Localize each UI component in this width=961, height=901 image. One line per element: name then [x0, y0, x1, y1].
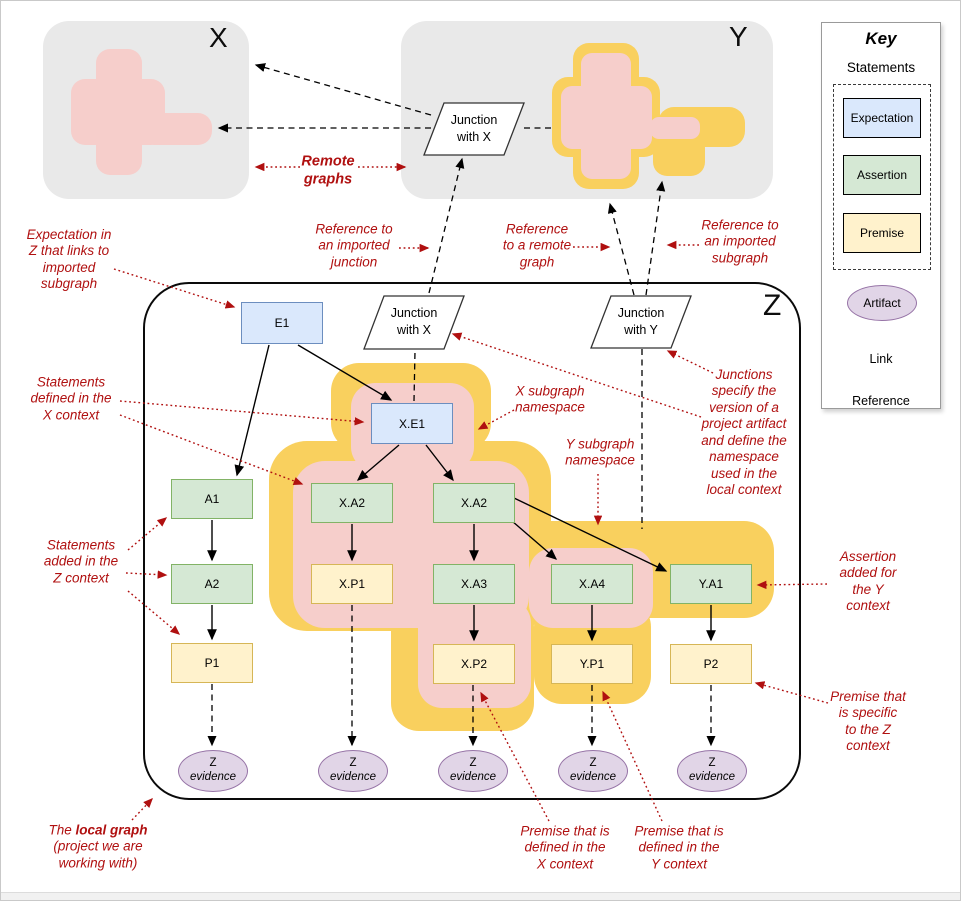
remote-y-label: Y: [729, 21, 748, 52]
junction-with-x-local-label: Junction with X: [390, 306, 438, 337]
annotation-premise-x: Premise that is defined in the X context: [520, 823, 610, 872]
node-e1: E1: [241, 302, 323, 344]
evidence-line2: evidence: [329, 771, 377, 783]
evidence-line2: evidence: [449, 771, 497, 783]
annotation-ref-imported-junction: Reference to an imported junction: [315, 221, 393, 270]
node-y-p1: Y.P1: [551, 644, 633, 684]
node-p1: P1: [171, 643, 253, 683]
key-title: Key: [865, 29, 897, 48]
annotation-remote-graphs: Remote graphs: [301, 153, 355, 187]
local-z-label: Z: [763, 289, 782, 322]
remote-y-subgraph-blob: [561, 86, 652, 149]
annotation-statements-x: Statements defined in the X context: [30, 374, 112, 423]
node-a2: A2: [171, 564, 253, 604]
key-link-label: Link: [869, 352, 893, 366]
remote-x-subgraph-blob: [140, 113, 212, 145]
annotation-expectation-note: Expectation in Z that links to imported …: [26, 227, 112, 292]
junction-with-y-local-label: Junction with Y: [617, 306, 665, 337]
evidence-line1: Z: [209, 757, 217, 770]
local-graph-suffix: (project we are working with): [53, 838, 143, 871]
node-a1: A1: [171, 479, 253, 519]
node-x-p2: X.P2: [433, 644, 515, 684]
remote-y-subgraph-blob: [650, 117, 700, 139]
evidence-line2: evidence: [189, 771, 237, 783]
annotation-ref-remote-graph: Reference to a remote graph: [502, 221, 572, 270]
node-x-e1: X.E1: [371, 403, 453, 444]
node-x-a3: X.A3: [433, 564, 515, 604]
junction-with-x-remote-label: Junction with X: [450, 113, 498, 144]
node-x-p1: X.P1: [311, 564, 393, 604]
key-statements-label: Statements: [846, 60, 916, 75]
key-artifact: Artifact: [847, 285, 917, 321]
evidence-line2: evidence: [569, 771, 617, 783]
annotation-premise-y: Premise that is defined in the Y context: [634, 823, 724, 872]
evidence-line1: Z: [708, 757, 716, 770]
key-assertion: Assertion: [843, 155, 921, 195]
node-y-a1: Y.A1: [670, 564, 752, 604]
local-graph-prefix: The: [48, 822, 76, 838]
bottom-edge: [1, 892, 960, 900]
evidence-line2: evidence: [688, 771, 736, 783]
key-statements-group: [833, 84, 931, 270]
annotation-ref-imported-subgraph: Reference to an imported subgraph: [701, 217, 779, 266]
annotation-x-namespace: X subgraph namespace: [515, 383, 585, 415]
node-x-a2-right: X.A2: [433, 483, 515, 523]
node-x-a4: X.A4: [551, 564, 633, 604]
evidence-line1: Z: [589, 757, 597, 770]
annotation-junctions-note: Junctions specify the version of a proje…: [701, 367, 787, 498]
annotation-y-namespace: Y subgraph namespace: [565, 436, 635, 468]
annotation-local-graph: The local graph(project we are working w…: [48, 822, 147, 871]
node-x-a2-left: X.A2: [311, 483, 393, 523]
remote-x-label: X: [209, 22, 228, 53]
ptr-local-graph: [131, 797, 153, 821]
evidence-line1: Z: [469, 757, 477, 770]
key-panel: Key Statements Expectation Assertion Pre…: [821, 22, 941, 409]
key-reference-label: Reference: [852, 394, 910, 408]
key-premise: Premise: [843, 213, 921, 253]
key-expectation: Expectation: [843, 98, 921, 138]
local-graph-bold: local graph: [75, 822, 148, 838]
annotation-statements-z: Statements added in the Z context: [43, 537, 119, 586]
node-p2: P2: [670, 644, 752, 684]
annotation-premise-z: Premise that is specific to the Z contex…: [830, 689, 906, 754]
evidence-line1: Z: [349, 757, 357, 770]
annotation-assertion-y: Assertion added for the Y context: [839, 549, 897, 614]
remote-y-namespace-blob: [653, 134, 705, 176]
